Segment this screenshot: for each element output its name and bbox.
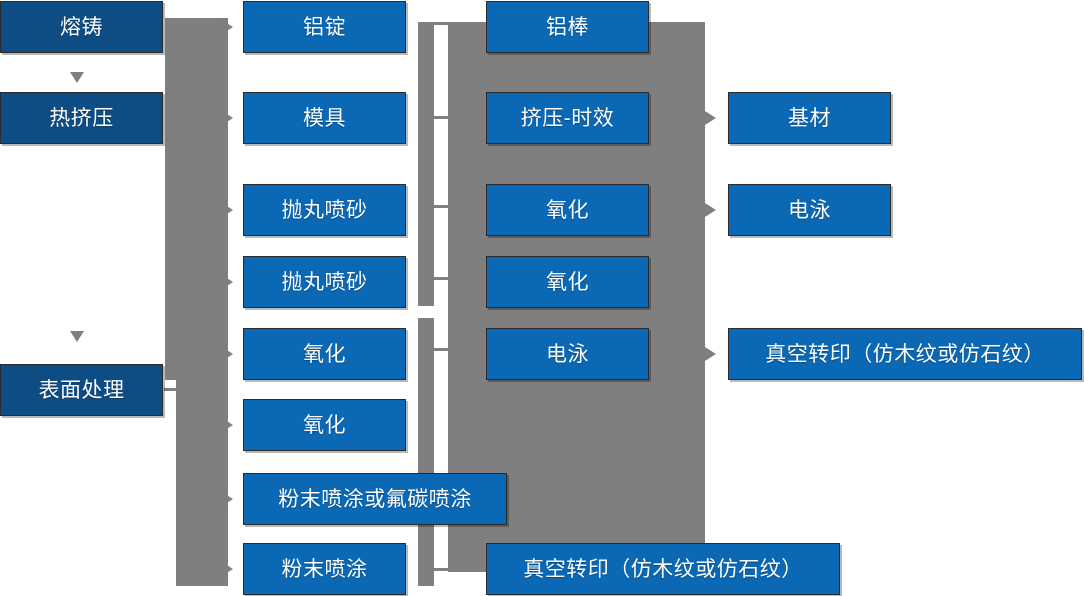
step-label-c3-4: 氧化 — [546, 270, 589, 294]
step-box-c2-2[interactable]: 模具 — [243, 92, 406, 144]
connector-rung-6 — [434, 568, 452, 571]
stage-box-surface[interactable]: 表面处理 — [0, 364, 163, 416]
connector-rail-col2-lower — [418, 318, 434, 586]
connector-rail-col2-upper — [418, 22, 434, 306]
step-box-c4-1[interactable]: 基材 — [728, 92, 891, 144]
stage-label-extrude: 热挤压 — [49, 106, 114, 130]
step-box-c4-2[interactable]: 电泳 — [728, 184, 891, 236]
step-label-c4-1: 基材 — [788, 106, 831, 130]
step-label-c2-8: 粉末喷涂 — [281, 557, 368, 581]
step-box-c2-1[interactable]: 铝锭 — [243, 1, 406, 53]
step-box-c2-6[interactable]: 氧化 — [243, 399, 406, 451]
step-label-c2-2: 模具 — [303, 106, 346, 130]
step-label-c3-3: 氧化 — [546, 198, 589, 222]
arrow-to-c2-7 — [222, 492, 233, 506]
stage-box-casting[interactable]: 熔铸 — [0, 1, 163, 53]
step-box-c3-2[interactable]: 挤压-时效 — [486, 92, 649, 144]
step-box-c3-1[interactable]: 铝棒 — [486, 1, 649, 53]
step-box-c2-4[interactable]: 抛丸喷砂 — [243, 256, 406, 308]
step-box-c3-4[interactable]: 氧化 — [486, 256, 649, 308]
step-label-c3-6: 真空转印（仿木纹或仿石纹） — [523, 557, 803, 581]
arrow-to-c4-1 — [705, 111, 716, 125]
step-label-c4-2: 电泳 — [788, 198, 831, 222]
arrow-to-c2-3 — [222, 203, 233, 217]
arrow-to-c2-5 — [222, 347, 233, 361]
step-label-c3-1: 铝棒 — [546, 15, 589, 39]
arrow-to-c2-4 — [222, 275, 233, 289]
connector-rung-5 — [434, 348, 452, 351]
step-box-c3-5[interactable]: 电泳 — [486, 328, 649, 380]
connector-surface-stub — [164, 388, 190, 391]
step-box-c2-7[interactable]: 粉末喷涂或氟碳喷涂 — [243, 473, 507, 525]
step-label-c2-3: 抛丸喷砂 — [281, 198, 368, 222]
step-label-c3-2: 挤压-时效 — [520, 106, 615, 130]
step-label-c2-5: 氧化 — [303, 342, 346, 366]
stage-label-surface: 表面处理 — [38, 378, 125, 402]
step-box-c2-5[interactable]: 氧化 — [243, 328, 406, 380]
stage-box-extrude[interactable]: 热挤压 — [0, 92, 163, 144]
arrow-to-c4-2 — [705, 203, 716, 217]
connector-rung-2 — [434, 116, 452, 119]
step-box-c4-3[interactable]: 真空转印（仿木纹或仿石纹） — [728, 328, 1082, 380]
connector-bar-stage-to-col2-upper — [165, 18, 228, 380]
arrow-to-c2-2 — [222, 111, 233, 125]
step-label-c2-4: 抛丸喷砂 — [281, 270, 368, 294]
step-label-c2-6: 氧化 — [303, 413, 346, 437]
step-box-c3-3[interactable]: 氧化 — [486, 184, 649, 236]
connector-rung-3 — [434, 205, 452, 208]
connector-rung-1 — [434, 22, 452, 25]
arrow-to-c2-8 — [222, 562, 233, 576]
arrow-to-c2-1 — [222, 20, 233, 34]
arrow-to-c2-6 — [222, 418, 233, 432]
step-box-c2-3[interactable]: 抛丸喷砂 — [243, 184, 406, 236]
step-box-c2-8[interactable]: 粉末喷涂 — [243, 543, 406, 595]
step-label-c2-7: 粉末喷涂或氟碳喷涂 — [278, 487, 472, 511]
arrow-to-c4-3 — [705, 347, 716, 361]
step-label-c4-3: 真空转印（仿木纹或仿石纹） — [765, 342, 1045, 366]
connector-rung-4 — [434, 277, 452, 280]
step-box-c3-6[interactable]: 真空转印（仿木纹或仿石纹） — [486, 543, 840, 595]
step-label-c3-5: 电泳 — [546, 342, 589, 366]
stage-label-casting: 熔铸 — [60, 15, 103, 39]
connector-bar-stage-to-col2-lower — [176, 340, 228, 586]
step-label-c2-1: 铝锭 — [303, 15, 346, 39]
arrow-casting-to-extrude — [70, 72, 84, 83]
arrow-extrude-to-surface — [70, 331, 84, 342]
